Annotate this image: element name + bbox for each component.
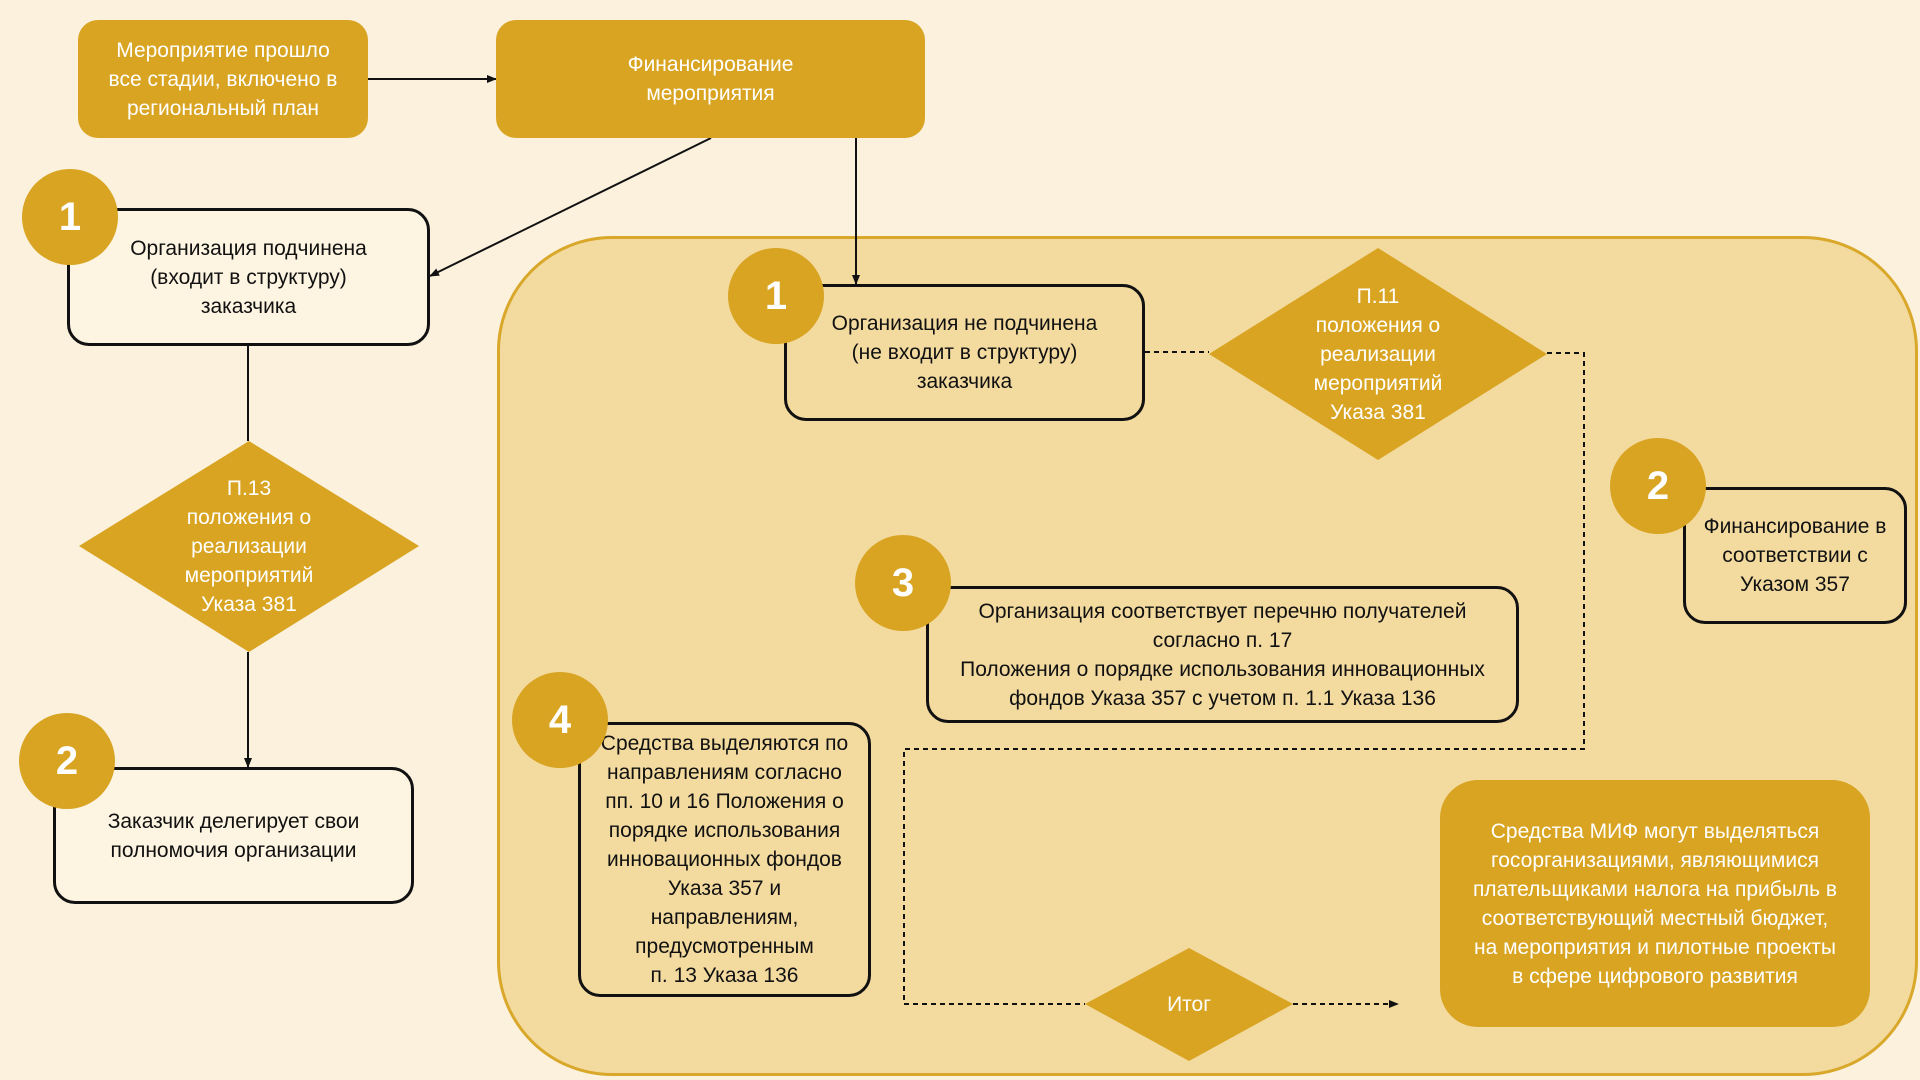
result-text: Средства МИФ могут выделяться госорганиз… bbox=[1472, 819, 1838, 988]
result-diamond-text: Итог bbox=[1167, 993, 1211, 1016]
dashed-p11-to-result bbox=[903, 352, 1585, 1005]
p13-decision-diamond: П.13 положения о реализации мероприятий … bbox=[79, 441, 419, 652]
result-box: Средства МИФ могут выделяться госорганиз… bbox=[1440, 780, 1870, 1027]
funding-text: Финансирование мероприятия bbox=[627, 53, 794, 105]
non-subordinate-text: Организация не подчинена (не входит в ст… bbox=[831, 312, 1098, 393]
decree-357-funding-box: Финансирование в соответствии с Указом 3… bbox=[1683, 487, 1907, 624]
p13-decision-text: П.13 положения о реализации мероприятий … bbox=[184, 477, 314, 616]
decree-357-funding-text: Финансирование в соответствии с Указом 3… bbox=[1703, 515, 1887, 596]
arrow-funding-to-subordinate bbox=[429, 137, 712, 277]
badge-right-2: 2 bbox=[1610, 438, 1706, 534]
funds-allocation-box: Средства выделяются по направлениям согл… bbox=[578, 722, 871, 997]
funding-box: Финансирование мероприятия bbox=[496, 20, 925, 138]
p11-decision-diamond: П.11 положения о реализации мероприятий … bbox=[1209, 248, 1547, 460]
subordinate-box: Организация подчинена (входит в структур… bbox=[67, 208, 430, 346]
badge-right-1: 1 bbox=[728, 248, 824, 344]
badge-left-2: 2 bbox=[19, 713, 115, 809]
funds-allocation-text: Средства выделяются по направлениям согл… bbox=[600, 732, 849, 987]
badge-right-3: 3 bbox=[855, 535, 951, 631]
start-event-box: Мероприятие прошло все стадии, включено … bbox=[78, 20, 368, 138]
non-subordinate-box: Организация не подчинена (не входит в ст… bbox=[784, 284, 1145, 421]
start-event-text: Мероприятие прошло все стадии, включено … bbox=[108, 38, 338, 120]
badge-left-1: 1 bbox=[22, 169, 118, 265]
delegation-text: Заказчик делегирует свои полномочия орга… bbox=[107, 809, 360, 862]
delegation-box: Заказчик делегирует свои полномочия орга… bbox=[53, 767, 414, 904]
result-diamond: Итог bbox=[1085, 948, 1293, 1061]
subordinate-text: Организация подчинена (входит в структур… bbox=[130, 236, 367, 318]
badge-right-4: 4 bbox=[512, 672, 608, 768]
recipient-list-text: Организация соответствует перечню получа… bbox=[960, 599, 1485, 710]
p11-decision-text: П.11 положения о реализации мероприятий … bbox=[1313, 284, 1443, 424]
recipient-list-box: Организация соответствует перечню получа… bbox=[926, 586, 1519, 723]
